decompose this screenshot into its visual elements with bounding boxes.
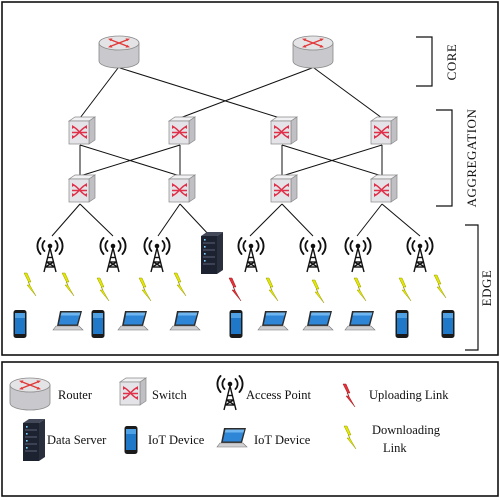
legend-downloading-link-label-line2: Link: [383, 441, 407, 455]
aggregation-to-edge-links: [79, 144, 383, 177]
edge-switch-3: [270, 174, 298, 203]
aggregation-switch-1: [68, 116, 96, 145]
tier-label-core: CORE: [444, 44, 459, 81]
legend-data-server-label: Data Server: [47, 433, 107, 447]
legend-data-server-icon: [22, 418, 46, 462]
iot-laptop: [117, 310, 149, 331]
downloading-link: [265, 277, 279, 302]
iot-phone: [395, 310, 409, 338]
legend-access-point-label: Access Point: [246, 388, 311, 402]
tier-label-aggregation: AGGREGATION: [464, 109, 479, 208]
downloading-link: [311, 279, 325, 304]
downloading-link: [23, 272, 37, 297]
edge-switch-4: [370, 174, 398, 203]
access-point-6: [344, 237, 372, 273]
iot-laptop: [302, 310, 334, 331]
iot-laptop: [52, 310, 84, 331]
access-point-4: [237, 237, 265, 273]
downloading-link: [138, 277, 152, 302]
core-to-aggregation-links: [79, 67, 383, 119]
downloading-link: [96, 277, 110, 302]
uploading-link: [228, 277, 242, 302]
edge-switch-1: [68, 174, 96, 203]
data-server: [200, 231, 224, 275]
aggregation-switch-2: [168, 116, 196, 145]
legend-router-label: Router: [58, 388, 93, 402]
edge-switch-2: [168, 174, 196, 203]
legend-frame: [1, 361, 499, 497]
legend-access-point-icon: [216, 375, 244, 411]
aggregation-bracket: [436, 109, 453, 207]
legend: Router Switch Access Point Uploading Lin…: [9, 375, 449, 462]
aggregation-switch-3: [270, 116, 298, 145]
iot-laptop: [169, 310, 201, 331]
legend-switch-icon: [119, 377, 147, 406]
iot-phone: [229, 310, 243, 338]
legend-iot-phone-label: IoT Device: [148, 433, 205, 447]
topology-frame: [1, 1, 499, 356]
legend-downloading-link-icon: [343, 425, 357, 450]
core-bracket: [416, 36, 433, 87]
downloading-link: [398, 277, 412, 302]
tier-label-edge: EDGE: [479, 270, 494, 307]
iot-laptop: [344, 310, 376, 331]
access-point-3: [143, 237, 171, 273]
legend-iot-laptop-icon: [216, 427, 248, 448]
downloading-link: [61, 272, 75, 297]
access-point-7: [406, 237, 434, 273]
iot-laptop: [257, 310, 289, 331]
core-router-2: [292, 35, 334, 69]
legend-downloading-link-label-line1: Downloading: [372, 423, 441, 437]
edge-to-access-links: [51, 203, 421, 237]
downloading-link: [173, 272, 187, 297]
legend-iot-phone-icon: [124, 426, 138, 454]
access-point-2: [99, 237, 127, 273]
legend-uploading-link-label: Uploading Link: [369, 388, 449, 402]
legend-switch-label: Switch: [152, 388, 187, 402]
aggregation-switch-4: [370, 116, 398, 145]
downloading-link: [353, 277, 367, 302]
downloading-link: [433, 274, 447, 299]
access-point-5: [299, 237, 327, 273]
iot-phone: [91, 310, 105, 338]
legend-iot-laptop-label: IoT Device: [254, 433, 311, 447]
iot-phone: [441, 310, 455, 338]
edge-bracket: [465, 224, 479, 351]
core-router-1: [98, 35, 140, 69]
iot-phone: [13, 310, 27, 338]
legend-router-icon: [9, 377, 51, 411]
access-point-1: [36, 237, 64, 273]
legend-uploading-link-icon: [342, 383, 356, 408]
